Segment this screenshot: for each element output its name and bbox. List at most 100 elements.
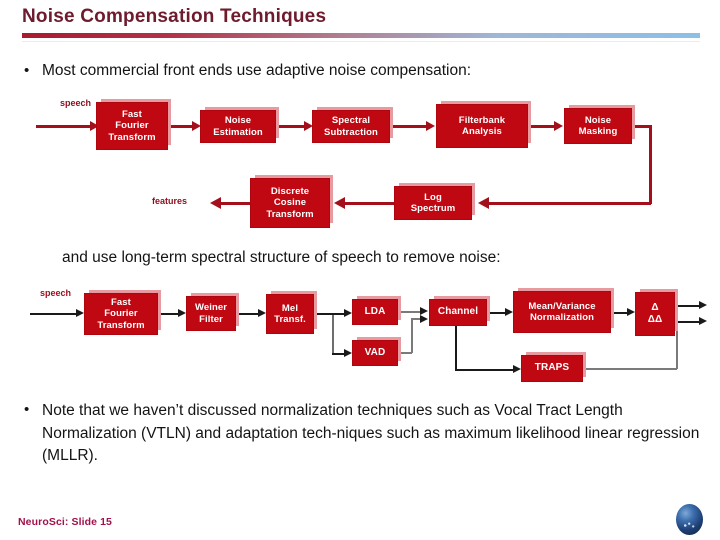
node-label: Noise Masking <box>578 114 618 138</box>
node-fast-fourier-transform-2[interactable]: Fast Fourier Transform <box>84 293 158 335</box>
node-mel-transform[interactable]: Mel Transf. <box>266 294 314 334</box>
node-label: Mel Transf. <box>274 302 306 326</box>
node-discrete-cosine-transform[interactable]: Discrete Cosine Transform <box>250 178 330 228</box>
connector-down-to-log-spectrum <box>485 202 651 205</box>
arrowhead-into-channel-upper <box>420 307 428 315</box>
node-label: Discrete Cosine Transform <box>266 185 314 220</box>
diagram1-input-label: speech <box>60 98 92 108</box>
arrowhead-speech-to-fft <box>90 121 99 131</box>
diagram1-output-label: features <box>152 196 188 206</box>
connector-vad-out <box>400 352 412 354</box>
node-traps[interactable]: TRAPS <box>521 355 583 382</box>
node-label: Fast Fourier Transform <box>97 296 145 331</box>
connector-traps-riser <box>676 321 678 369</box>
connector-vad-riser <box>411 318 413 353</box>
connector-spectral-subtraction-to-filterbank <box>392 125 428 128</box>
node-filterbank-analysis[interactable]: Filterbank Analysis <box>436 104 528 148</box>
connector-filterbank-to-noise-masking <box>530 125 556 128</box>
node-label: Δ ΔΔ <box>647 301 663 326</box>
node-label: TRAPS <box>534 362 570 374</box>
connector-speech-to-fft <box>36 125 92 128</box>
connector-weiner-to-mel <box>238 313 260 315</box>
connector-noise-estimation-to-spectral-subtraction <box>278 125 306 128</box>
connector-channel-to-mvn <box>489 312 507 314</box>
connector-traps-out <box>585 368 677 370</box>
arrowhead-fft2-to-weiner <box>178 309 186 317</box>
bullet-marker: • <box>24 62 30 79</box>
footer-slide-label: NeuroSci: Slide 15 <box>18 516 112 528</box>
title-divider-hairline <box>22 41 700 42</box>
connector-noise-masking-out <box>632 125 652 128</box>
node-lda[interactable]: LDA <box>352 299 398 325</box>
logo-glint <box>682 521 698 530</box>
node-noise-masking[interactable]: Noise Masking <box>564 108 632 144</box>
blue-sphere-logo-icon <box>676 504 703 535</box>
connector-mel-split-vertical <box>332 313 334 355</box>
node-label: Weiner Filter <box>194 302 228 325</box>
node-label: Noise Estimation <box>213 115 263 138</box>
connector-mel-to-vad <box>332 353 346 355</box>
connector-mvn-to-delta <box>613 312 629 314</box>
connector-to-traps <box>455 369 515 371</box>
arrowhead-delta-output-2 <box>699 317 707 325</box>
connector-noise-masking-down <box>649 125 652 204</box>
node-label: Spectral Subtraction <box>324 115 378 138</box>
diagram-adaptive-noise-compensation: speech Fast Fourier Transform Noise Esti… <box>0 92 720 240</box>
arrowhead-into-dct <box>334 197 345 209</box>
diagram-long-term-spectral-structure: speech Fast Fourier Transform Weiner Fil… <box>0 285 720 390</box>
bullet-marker: • <box>24 401 30 418</box>
connector-dct-to-features <box>216 202 252 205</box>
node-noise-estimation[interactable]: Noise Estimation <box>200 110 276 143</box>
arrowhead-filterbank-to-noise-masking <box>554 121 563 131</box>
page-title: Noise Compensation Techniques <box>22 6 327 27</box>
bullet-item-3: • Note that we haven’t discussed normali… <box>24 400 704 468</box>
connector-mel-split-stub <box>316 313 334 315</box>
arrowhead-noise-estimation-to-spectral-subtraction <box>304 121 313 131</box>
arrowhead-into-log-spectrum <box>478 197 489 209</box>
arrowhead-mel-to-lda <box>344 309 352 317</box>
node-label: Log Spectrum <box>410 191 456 215</box>
arrowhead-into-traps <box>513 365 521 373</box>
bullet-item-1: • Most commercial front ends use adaptiv… <box>24 61 704 80</box>
title-divider-gradient <box>22 33 700 38</box>
arrowhead-channel-to-mvn <box>505 308 513 316</box>
arrowhead-mvn-to-delta <box>627 308 635 316</box>
connector-speech-to-fft2 <box>30 313 78 315</box>
connector-delta-output-1 <box>677 305 701 307</box>
node-vad[interactable]: VAD <box>352 340 398 366</box>
bullet-item-2: and use long-term spectral structure of … <box>44 248 704 267</box>
bullet-text: Note that we haven’t discussed normaliza… <box>42 402 700 464</box>
node-label: LDA <box>364 305 386 317</box>
node-label: Mean/Variance Normalization <box>528 300 596 324</box>
bullet-text: Most commercial front ends use adaptive … <box>42 62 472 79</box>
connector-lda-out <box>400 311 422 313</box>
arrowhead-fft-to-noise-estimation <box>192 121 201 131</box>
node-delta-deltadelta[interactable]: Δ ΔΔ <box>635 292 675 336</box>
connector-delta-output-2 <box>677 321 701 323</box>
arrowhead-spectral-subtraction-to-filterbank <box>426 121 435 131</box>
bullet-text: and use long-term spectral structure of … <box>62 249 501 266</box>
connector-vad-to-channel <box>411 318 423 320</box>
node-label: VAD <box>364 346 386 358</box>
connector-fft2-to-weiner <box>160 313 180 315</box>
node-log-spectrum[interactable]: Log Spectrum <box>394 186 472 220</box>
node-weiner-filter[interactable]: Weiner Filter <box>186 296 236 331</box>
node-channel[interactable]: Channel <box>429 299 487 326</box>
connector-mel-to-lda <box>332 313 346 315</box>
arrowhead-delta-output-1 <box>699 301 707 309</box>
node-mean-variance-normalization[interactable]: Mean/Variance Normalization <box>513 291 611 333</box>
arrowhead-into-features <box>210 197 221 209</box>
connector-fft-to-noise-estimation <box>170 125 194 128</box>
node-label: Channel <box>437 306 479 318</box>
arrowhead-into-channel-lower <box>420 315 428 323</box>
connector-channel-down-to-traps <box>455 326 457 370</box>
connector-log-spectrum-to-dct <box>340 202 396 205</box>
arrowhead-weiner-to-mel <box>258 309 266 317</box>
node-label: Fast Fourier Transform <box>108 108 156 143</box>
node-spectral-subtraction[interactable]: Spectral Subtraction <box>312 110 390 143</box>
arrowhead-speech-to-fft2 <box>76 309 84 317</box>
arrowhead-mel-to-vad <box>344 349 352 357</box>
node-fast-fourier-transform[interactable]: Fast Fourier Transform <box>96 102 168 150</box>
node-label: Filterbank Analysis <box>458 114 506 138</box>
